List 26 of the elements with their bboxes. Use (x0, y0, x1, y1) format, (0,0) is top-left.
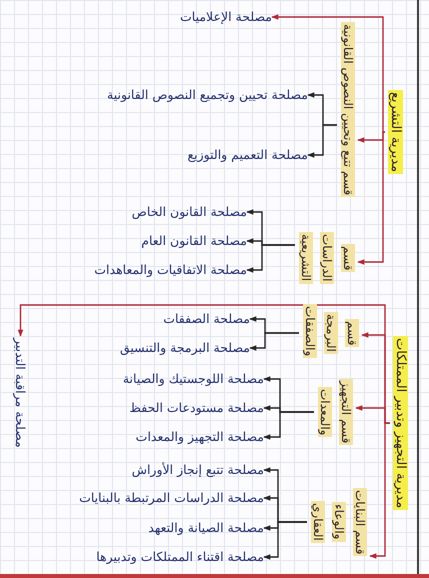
service-label: مصلحة الصفقات (163, 310, 250, 328)
service-label: مصلحة مستودعات الحفظ (129, 399, 264, 417)
arrow (357, 131, 385, 265)
directorate-label: مديرية التشريع (385, 90, 406, 174)
service-label: مصلحة الاتفاقيات والمعاهدات (94, 261, 247, 279)
service-label: مصلحة القانون الخاص (132, 203, 247, 221)
service-label: مصلحة الصيانة والتعهد (148, 519, 264, 537)
service-label: مصلحة اقتناء الممتلكات وتدبيرها (96, 548, 264, 566)
service-label: مصلحة تتبع إنجاز الأوراش (132, 461, 264, 479)
service-label: مصلحة مراقبة التدبير (10, 336, 31, 450)
service-label: مصلحة البرمجة والتنسيق (120, 339, 250, 357)
directorate-label: مديرية التجهيز وتدبير الممتلكات (390, 336, 411, 510)
arrow (263, 521, 307, 560)
service-label: مصلحة الدراسات المرتبطة بالبنايات (79, 489, 264, 507)
arrow (246, 244, 295, 273)
arrow (307, 124, 337, 158)
service-label: مصلحة التجهيز والمعدات (136, 428, 264, 446)
arrow (249, 332, 299, 351)
service-label: مصلحة اللوجستيك والصيانة (122, 370, 264, 388)
arrow (369, 422, 390, 559)
service-label: مصلحة تحيين وتجميع النصوص القانونية (107, 86, 308, 104)
arrow (271, 14, 386, 133)
service-label: مصلحة التعميم والتوزيع (187, 146, 308, 164)
service-label: مصلحة الإعلاميات (180, 8, 272, 26)
service-label: مصلحة القانون العام (141, 232, 247, 250)
arrow (263, 411, 314, 440)
